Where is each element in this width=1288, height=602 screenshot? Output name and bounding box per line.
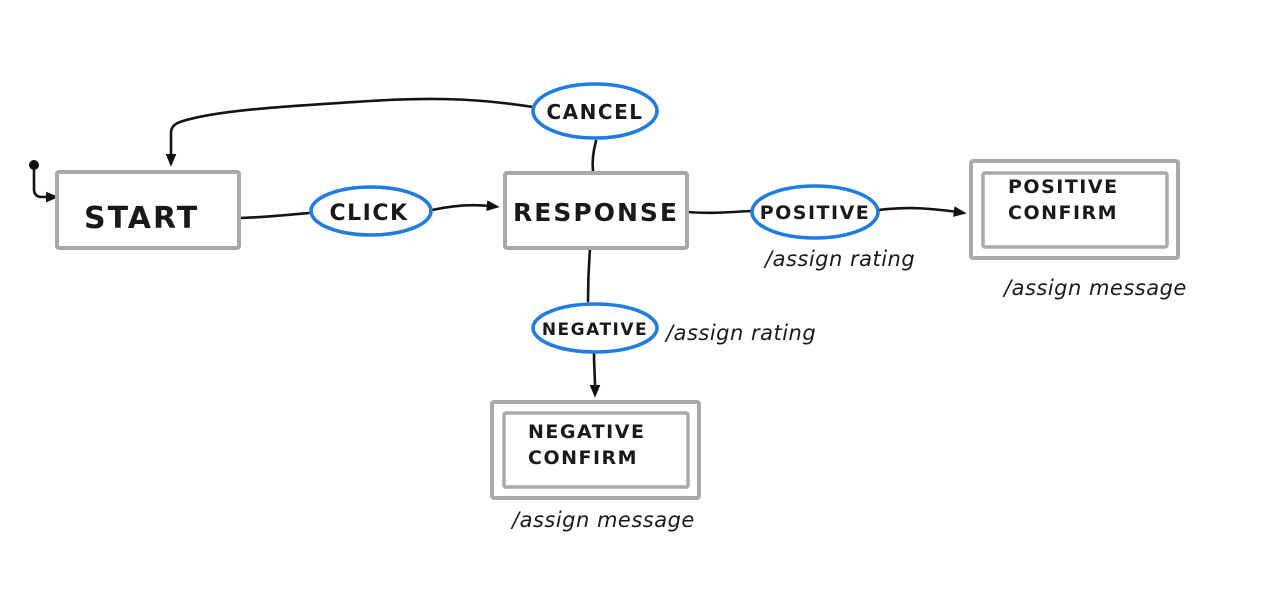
negative-confirm-inner-box	[502, 411, 690, 489]
start-label: START	[84, 201, 199, 236]
positive-ellipse	[750, 184, 880, 240]
positive-confirm-inner-box	[981, 171, 1169, 249]
state-positive-confirm[interactable]: POSITIVE CONFIRM	[969, 159, 1180, 260]
edge-positive-to-positive-confirm[interactable]	[877, 206, 967, 217]
response-box	[503, 171, 689, 250]
negative-confirm-label-line2: CONFIRM	[528, 447, 638, 469]
positive-confirm-label-line1: POSITIVE	[1008, 176, 1119, 198]
negative-confirm-label-line1: NEGATIVE	[528, 421, 645, 443]
edge-initial-to-start[interactable]	[29, 160, 59, 203]
start-box	[55, 170, 241, 250]
edge-response-to-negative[interactable]	[586, 247, 592, 303]
initial-state-dot	[29, 160, 39, 170]
cancel-ellipse	[531, 82, 659, 140]
event-negative[interactable]: NEGATIVE	[531, 302, 659, 354]
negative-confirm-outer-box	[490, 400, 701, 500]
positive-confirm-outer-box	[969, 159, 1180, 260]
event-cancel[interactable]: CANCEL	[531, 82, 659, 140]
positive-label: POSITIVE	[760, 202, 871, 224]
negative-label: NEGATIVE	[542, 320, 648, 340]
event-click[interactable]: CLICK	[309, 185, 433, 237]
cancel-label: CANCEL	[547, 100, 644, 124]
action-label-positive-rating[interactable]: /assign rating	[763, 247, 915, 271]
action-label-positive-message[interactable]: /assign message	[1002, 276, 1187, 300]
action-label-negative-rating[interactable]: /assign rating	[664, 321, 816, 345]
response-label: RESPONSE	[513, 198, 679, 227]
edge-response-to-cancel[interactable]	[591, 139, 598, 174]
click-ellipse	[309, 185, 433, 237]
edge-response-to-positive[interactable]	[686, 209, 753, 215]
edge-start-to-click[interactable]	[238, 211, 311, 220]
state-response[interactable]: RESPONSE	[503, 171, 689, 250]
action-label-negative-message[interactable]: /assign message	[510, 508, 695, 532]
state-negative-confirm[interactable]: NEGATIVE CONFIRM	[490, 400, 701, 500]
edge-negative-to-negative-confirm[interactable]	[589, 352, 601, 398]
edge-cancel-to-start[interactable]	[165, 97, 535, 167]
positive-confirm-label-line2: CONFIRM	[1008, 202, 1118, 224]
edge-click-to-response[interactable]	[430, 200, 500, 212]
click-label: CLICK	[329, 201, 408, 226]
state-start[interactable]: START	[55, 170, 241, 250]
event-positive[interactable]: POSITIVE	[750, 184, 880, 240]
negative-ellipse	[531, 302, 659, 354]
